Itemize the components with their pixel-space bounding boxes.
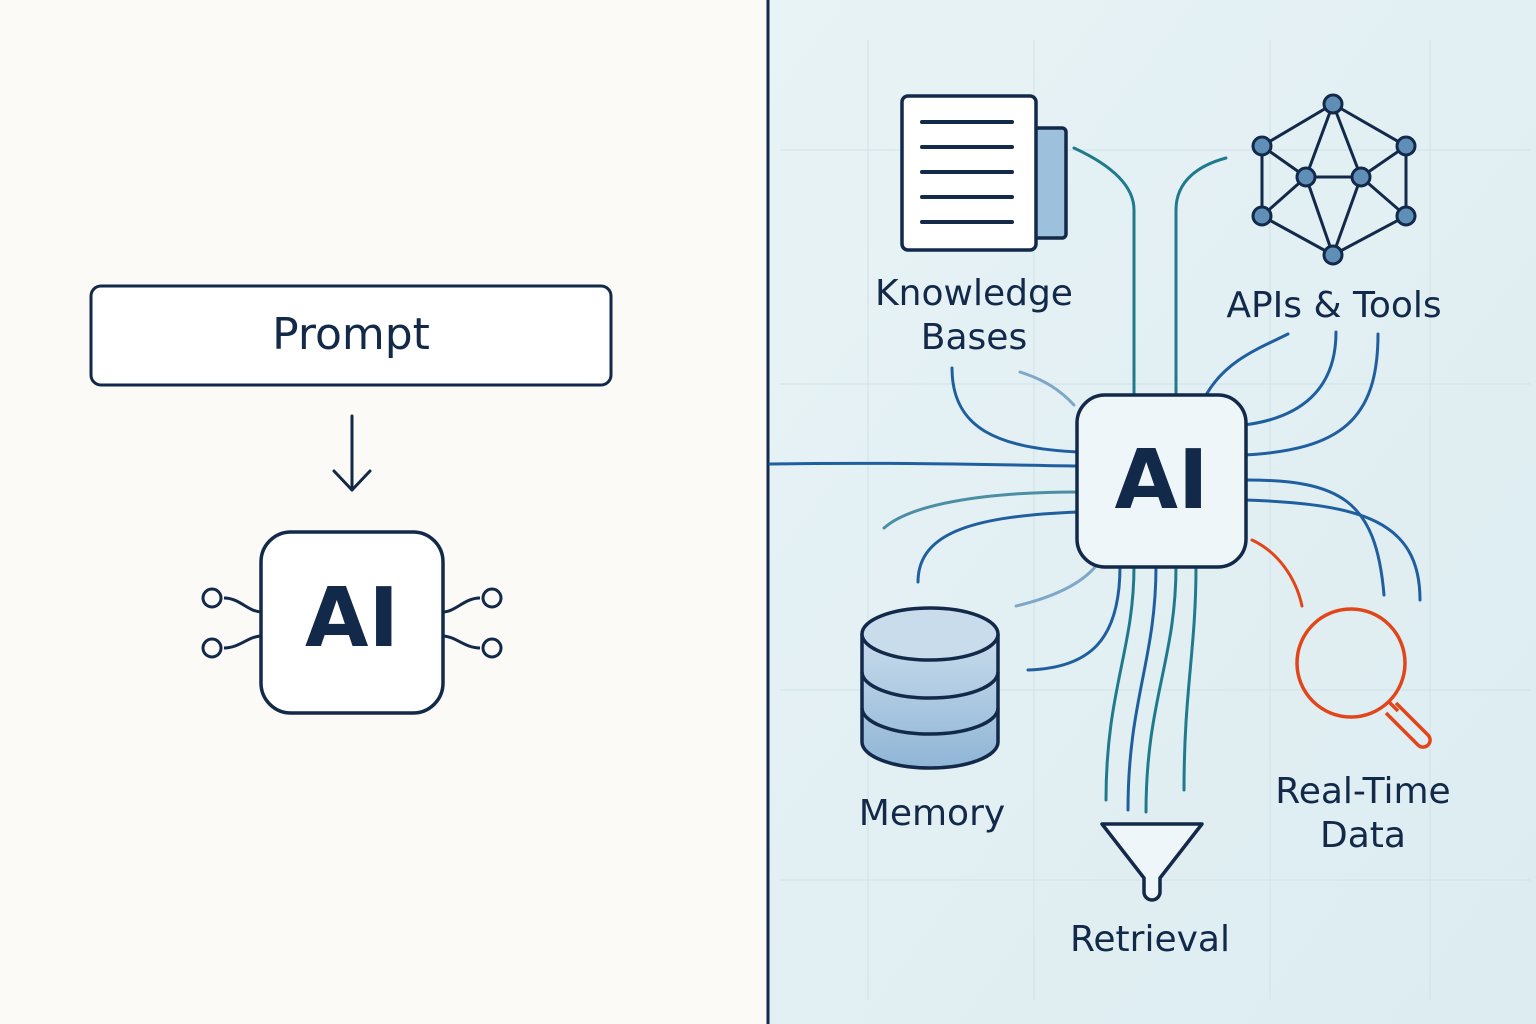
ai-chip-icon xyxy=(201,530,503,715)
connector-lines xyxy=(768,146,1422,814)
funnel-icon xyxy=(1100,822,1204,902)
knowledge-bases-label: Knowledge Bases xyxy=(864,272,1084,360)
magnifier-icon xyxy=(1295,607,1432,749)
central-ai-label: AI xyxy=(1114,433,1209,528)
real-time-data-line1: Real-Time xyxy=(1275,771,1451,812)
database-icon xyxy=(860,606,1000,770)
knowledge-bases-line2: Bases xyxy=(920,317,1028,358)
memory-label: Memory xyxy=(858,793,1006,834)
retrieval-label: Retrieval xyxy=(1070,919,1230,960)
down-arrow-icon xyxy=(332,414,372,492)
prompt-label: Prompt xyxy=(272,309,430,360)
real-time-data-label: Real-Time Data xyxy=(1258,770,1468,858)
network-graph-icon xyxy=(1251,93,1417,266)
chip-pins xyxy=(201,587,503,659)
knowledge-bases-line1: Knowledge xyxy=(875,273,1073,314)
left-panel xyxy=(0,0,768,1024)
real-time-data-line2: Data xyxy=(1320,815,1406,856)
central-ai-chip xyxy=(1075,393,1248,569)
document-icon xyxy=(900,94,1068,252)
prompt-box xyxy=(89,284,613,387)
left-ai-label: AI xyxy=(305,571,399,666)
apis-tools-label: APIs & Tools xyxy=(1226,285,1442,326)
